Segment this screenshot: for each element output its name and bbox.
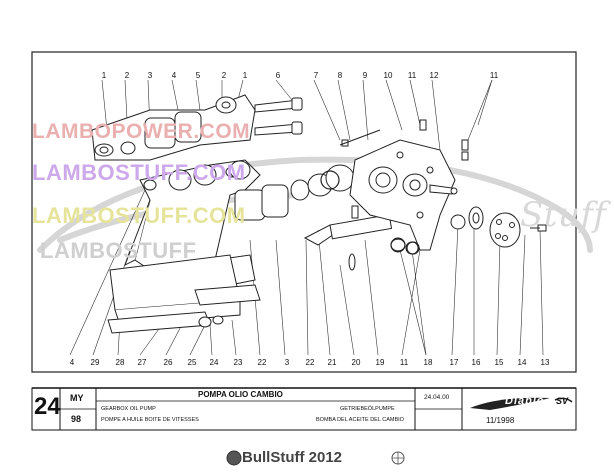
callout-number: 5 [195, 71, 201, 80]
watermark-lambostuff-yellow: LAMBOSTUFF.COM [32, 203, 246, 228]
callout-number: 7 [313, 71, 319, 80]
callout-number: 24 [209, 358, 219, 367]
o-rings [320, 170, 420, 255]
title-fr: POMPE A HUILE BOITE DE VITESSES [101, 417, 199, 423]
watermark-script-stuff: Stuff [520, 195, 607, 235]
title-es: BOMBA DEL ACEITE DEL CAMBIO [316, 417, 404, 423]
callout-number: 19 [375, 358, 385, 367]
callout-number: 23 [233, 358, 243, 367]
pump-cover [450, 206, 521, 248]
callout-number: 11 [407, 71, 417, 80]
page-number: 24 [34, 393, 61, 420]
logo-text: Diablo [505, 395, 545, 407]
callout-number: 22 [305, 358, 315, 367]
callout-number: 4 [69, 358, 75, 367]
callout-number: 25 [187, 358, 197, 367]
watermark-lambostuff-purple: LAMBOSTUFF.COM [32, 160, 246, 185]
callout-number: 3 [147, 71, 153, 80]
pump-shaft [303, 214, 419, 271]
callout-number: 14 [517, 358, 527, 367]
callout-number: 2 [124, 71, 130, 80]
callout-number: 8 [337, 71, 343, 80]
upper-mount-plate [91, 94, 256, 161]
my-value: 98 [71, 414, 82, 424]
edition-date: 11/1998 [486, 416, 515, 425]
my-label: MY [70, 393, 84, 403]
studs [254, 97, 303, 136]
gear-pump-body [349, 139, 458, 251]
callout-number: 15 [494, 358, 504, 367]
callout-number: 11 [489, 71, 499, 80]
callout-number: 6 [275, 71, 281, 80]
title-en: GEARBOX OIL PUMP [101, 406, 156, 412]
logo-suffix: SV [556, 396, 569, 406]
callout-number: 17 [449, 358, 459, 367]
title-it: POMPA OLIO CAMBIO [198, 390, 283, 399]
issue-date: 24.04.00 [424, 394, 450, 401]
callout-number: 28 [115, 358, 125, 367]
callout-number: 2 [221, 71, 227, 80]
callout-number: 21 [327, 358, 337, 367]
callout-number: 1 [242, 71, 248, 80]
callout-number: 9 [362, 71, 368, 80]
callout-number: 29 [90, 358, 100, 367]
callout-number: 11 [399, 358, 409, 367]
watermark-lambopower: LAMBOPOWER.COM [32, 120, 251, 143]
callout-number: 18 [423, 358, 433, 367]
watermark-lambostuff-gray: LAMBOSTUFF [40, 238, 197, 263]
callout-number: 22 [257, 358, 267, 367]
title-de: GETRIEBEÖLPUMPE [340, 406, 395, 412]
gearbox-bracket [107, 159, 261, 334]
callout-number: 13 [540, 358, 550, 367]
callout-number: 1 [101, 71, 107, 80]
callout-number: 20 [351, 358, 361, 367]
callout-number: 3 [284, 358, 290, 367]
callout-number: 27 [137, 358, 147, 367]
callout-number: 12 [429, 71, 439, 80]
callout-number: 4 [171, 71, 177, 80]
footer-seal-icon [226, 450, 405, 466]
callout-number: 10 [383, 71, 393, 80]
footer-credit: BullStuff 2012 [242, 449, 343, 466]
small-bolts [339, 119, 547, 232]
drawing-frame [31, 51, 577, 373]
diablo-logo-swoosh [470, 397, 550, 410]
callout-number: 16 [471, 358, 481, 367]
callout-number: 26 [163, 358, 173, 367]
